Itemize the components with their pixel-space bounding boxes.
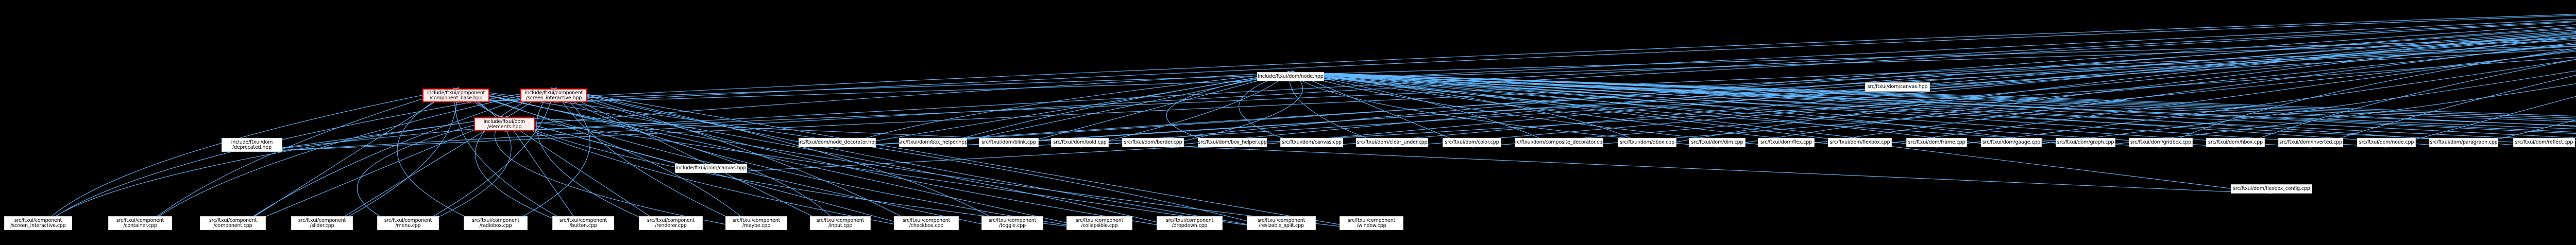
- graph-node-n56[interactable]: src/ftxui/component /toggle.cpp: [981, 216, 1043, 230]
- graph-node-n48[interactable]: src/ftxui/component /slider.cpp: [291, 216, 353, 230]
- graph-node-n60[interactable]: src/ftxui/component /window.cpp: [1340, 216, 1403, 230]
- graph-node-n14[interactable]: src/ftxui/dom/border.cpp: [1122, 138, 1184, 147]
- graph-node-n9[interactable]: include/ftxui/dom /deprecated.hpp: [222, 138, 282, 152]
- graph-node-n30[interactable]: src/ftxui/dom/node.cpp: [2357, 138, 2416, 147]
- graph-node-n49[interactable]: src/ftxui/component /menu.cpp: [377, 216, 439, 230]
- graph-node-n11[interactable]: src/ftxui/dom/box_helper.hpp: [899, 138, 967, 147]
- graph-node-n13[interactable]: src/ftxui/dom/bold.cpp: [1051, 138, 1109, 147]
- graph-node-n20[interactable]: src/ftxui/dom/dbox.cpp: [1618, 138, 1676, 147]
- graph-node-n52[interactable]: src/ftxui/component /renderer.cpp: [639, 216, 703, 230]
- graph-node-n22[interactable]: src/ftxui/dom/flex.cpp: [1758, 138, 1815, 147]
- graph-node-n54[interactable]: src/ftxui/component /input.cpp: [810, 216, 871, 230]
- graph-node-n29[interactable]: src/ftxui/dom/inverted.cpp: [2278, 138, 2343, 147]
- graph-node-n23[interactable]: src/ftxui/dom/flexbox.cpp: [1828, 138, 1892, 147]
- graph-node-n5[interactable]: include/ftxui/dom/node.hpp: [1257, 72, 1324, 81]
- graph-node-n46[interactable]: src/ftxui/component /container.cpp: [108, 216, 172, 230]
- graph-node-n58[interactable]: src/ftxui/component /dropdown.cpp: [1157, 216, 1223, 230]
- graph-node-n53[interactable]: src/ftxui/component /maybe.cpp: [725, 216, 787, 230]
- graph-node-n63[interactable]: include/ftxui/dom/canvas.hpp: [675, 164, 747, 173]
- graph-node-n17[interactable]: src/ftxui/dom/clear_under.cpp: [1356, 138, 1428, 147]
- graph-node-n55[interactable]: src/ftxui/component /checkbox.cpp: [894, 216, 959, 230]
- graph-node-n50[interactable]: src/ftxui/component /radiobox.cpp: [464, 216, 528, 230]
- graph-node-n12[interactable]: src/ftxui/dom/blink.cpp: [979, 138, 1039, 147]
- graph-node-n59[interactable]: src/ftxui/component /resizable_split.cpp: [1247, 216, 1316, 230]
- graph-node-n28[interactable]: src/ftxui/dom/hbox.cpp: [2206, 138, 2265, 147]
- graph-node-n27[interactable]: src/ftxui/dom/gridbox.cpp: [2129, 138, 2193, 147]
- graph-node-n26[interactable]: src/ftxui/dom/graph.cpp: [2056, 138, 2115, 147]
- graph-node-n18[interactable]: src/ftxui/dom/color.cpp: [1443, 138, 1501, 147]
- graph-node-n6[interactable]: include/ftxui/component /component_base.…: [422, 89, 489, 102]
- graph-node-n31[interactable]: src/ftxui/dom/paragraph.cpp: [2429, 138, 2498, 147]
- graph-node-n64[interactable]: src/ftxui/dom/flexbox_config.cpp: [2231, 184, 2312, 194]
- graph-node-n47[interactable]: src/ftxui/component /component.cpp: [200, 216, 266, 230]
- graph-node-n51[interactable]: src/ftxui/component /button.cpp: [552, 216, 614, 230]
- graph-node-n25[interactable]: src/ftxui/dom/gauge.cpp: [1981, 138, 2042, 147]
- graph-node-n21[interactable]: src/ftxui/dom/dim.cpp: [1689, 138, 1745, 147]
- graph-node-n32[interactable]: src/ftxui/dom/reflect.cpp: [2513, 138, 2575, 147]
- graph-node-n15[interactable]: src/ftxui/dom/box_helper.cpp: [1198, 138, 1267, 147]
- graph-node-n57[interactable]: src/ftxui/component /collapsible.cpp: [1066, 216, 1132, 230]
- graph-node-n45[interactable]: src/ftxui/component /screen_interactive.…: [4, 216, 72, 230]
- graph-node-n61[interactable]: src/ftxui/dom/canvas.hpp: [1865, 82, 1930, 92]
- graph-node-n7[interactable]: include/ftxui/component /screen_interact…: [520, 89, 587, 102]
- graph-node-n24[interactable]: src/ftxui/dom/frame.cpp: [1906, 138, 1967, 147]
- graph-node-n10[interactable]: src/ftxui/dom/node_decorator.hpp: [799, 138, 876, 147]
- graph-node-n8[interactable]: include/ftxui/dom /elements.hpp: [474, 117, 535, 131]
- graph-node-n19[interactable]: src/ftxui/dom/composite_decorator.cpp: [1515, 138, 1603, 147]
- graph-node-n16[interactable]: src/ftxui/dom/canvas.cpp: [1280, 138, 1343, 147]
